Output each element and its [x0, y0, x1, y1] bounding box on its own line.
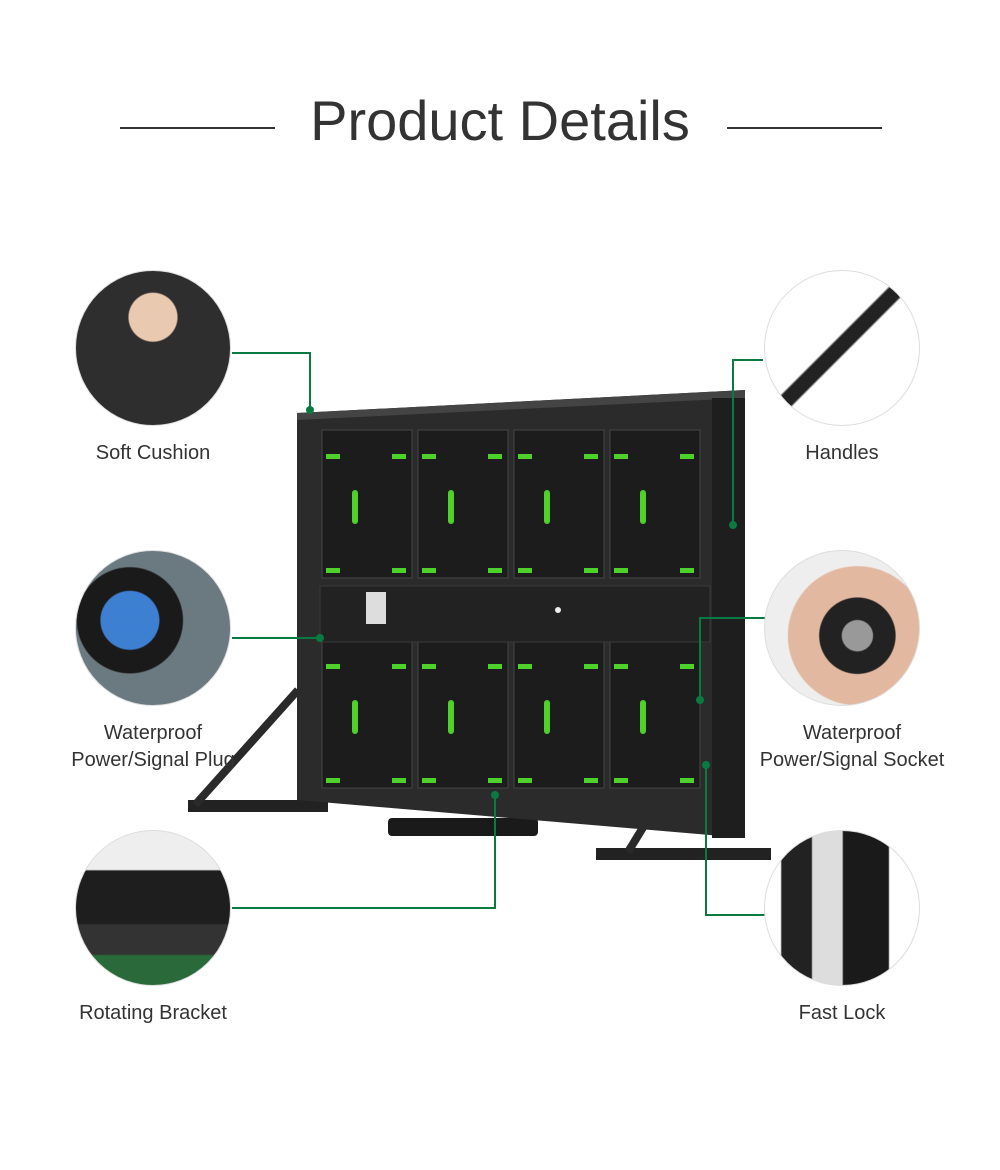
module-lock: [392, 664, 406, 669]
led-module: [609, 429, 701, 579]
handles-label: Handles: [805, 442, 879, 464]
module-grid: [321, 429, 701, 789]
module-lock: [518, 568, 532, 573]
fast-lock-label: Fast Lock: [798, 1002, 886, 1024]
module-latch: [448, 490, 454, 524]
title-divider-right: [727, 127, 882, 129]
soft-cushion-image: [75, 270, 231, 426]
module-lock: [488, 778, 502, 783]
module-lock: [584, 778, 598, 783]
plug-label-line1: Waterproof: [103, 722, 203, 744]
module-lock: [518, 778, 532, 783]
led-module: [609, 639, 701, 789]
module-lock: [326, 664, 340, 669]
module-lock: [326, 454, 340, 459]
module-lock: [680, 454, 694, 459]
plug-label: Waterproof Power/Signal Plug: [23, 720, 283, 774]
led-module: [513, 429, 605, 579]
rotating-bracket-label: Rotating Bracket: [79, 1002, 227, 1024]
module-lock: [614, 664, 628, 669]
title-divider-left: [120, 127, 275, 129]
module-lock: [488, 664, 502, 669]
led-module: [417, 639, 509, 789]
rotating-bracket-image: [75, 830, 231, 986]
module-lock: [614, 778, 628, 783]
module-lock: [614, 454, 628, 459]
module-lock: [326, 568, 340, 573]
module-lock: [584, 454, 598, 459]
module-lock: [392, 454, 406, 459]
soft-cushion-label: Soft Cushion: [95, 442, 211, 464]
module-lock: [422, 778, 436, 783]
fast-lock-image: [764, 830, 920, 986]
plug-image: [75, 550, 231, 706]
module-lock: [488, 454, 502, 459]
module-lock: [584, 664, 598, 669]
socket-label-line2: Power/Signal Socket: [759, 749, 945, 771]
callout-lines: [232, 352, 765, 916]
module-lock: [326, 778, 340, 783]
module-latch: [352, 700, 358, 734]
module-lock: [584, 568, 598, 573]
led-module: [513, 639, 605, 789]
page-title: Product Details: [310, 89, 690, 152]
module-lock: [422, 568, 436, 573]
breaker: [366, 592, 386, 624]
handles-image: [764, 270, 920, 426]
socket-image: [764, 550, 920, 706]
module-lock: [488, 568, 502, 573]
socket-label: Waterproof Power/Signal Socket: [722, 720, 982, 774]
module-latch: [544, 700, 550, 734]
module-latch: [544, 490, 550, 524]
module-lock: [422, 454, 436, 459]
module-latch: [640, 700, 646, 734]
module-latch: [640, 490, 646, 524]
module-lock: [614, 568, 628, 573]
led-module: [417, 429, 509, 579]
module-lock: [392, 568, 406, 573]
module-lock: [422, 664, 436, 669]
led-module: [321, 429, 413, 579]
module-lock: [680, 568, 694, 573]
module-lock: [518, 454, 532, 459]
module-latch: [352, 490, 358, 524]
module-lock: [680, 778, 694, 783]
module-lock: [392, 778, 406, 783]
callout-dots: [306, 406, 737, 799]
led-module: [321, 639, 413, 789]
socket-label-line1: Waterproof: [802, 722, 902, 744]
module-lock: [518, 664, 532, 669]
plug-label-line2: Power/Signal Plug: [71, 749, 235, 771]
module-lock: [680, 664, 694, 669]
module-latch: [448, 700, 454, 734]
